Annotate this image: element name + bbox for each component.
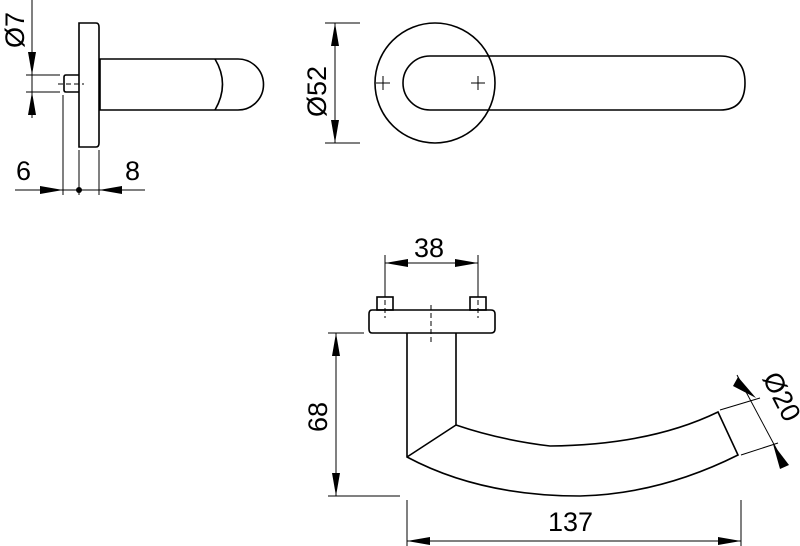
front-lever (402, 55, 746, 111)
pin-length-label: 6 (16, 156, 31, 186)
pin-spacing-label: 38 (414, 233, 444, 263)
side-lever-curve (214, 58, 224, 111)
pin-diameter-label: Ø7 (0, 12, 30, 48)
side-pin (63, 74, 79, 93)
front-view: Ø52 (302, 22, 746, 144)
side-lever-shaft (99, 58, 265, 111)
lever-diameter-label: Ø20 (757, 367, 800, 426)
front-rose (374, 22, 496, 144)
rose-diameter-label: Ø52 (302, 66, 332, 117)
projection-label: 68 (303, 402, 333, 432)
top-lever (406, 333, 740, 497)
top-view: 38 68 137 Ø20 (303, 233, 800, 546)
side-rose-plate (78, 22, 100, 148)
screw-mark-right (471, 76, 485, 90)
screw-mark-left (376, 76, 390, 90)
side-view: Ø7 6 8 (0, 0, 265, 195)
top-rose-plate (368, 309, 496, 334)
rose-thickness-label: 8 (125, 156, 140, 186)
lever-length-label: 137 (548, 507, 593, 537)
